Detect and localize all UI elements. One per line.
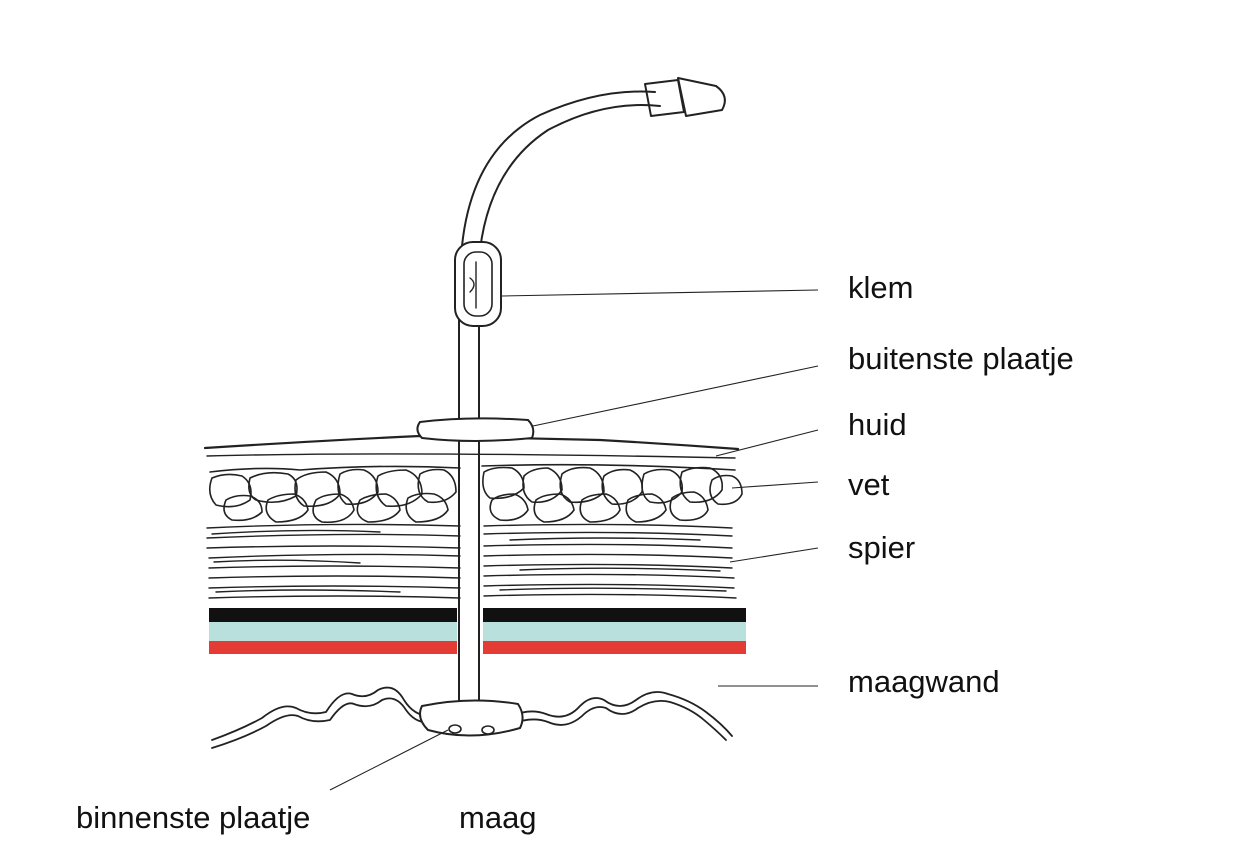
label-vet: vet bbox=[848, 467, 890, 502]
leader-buitenste-plaatje bbox=[532, 365, 819, 427]
leader-binnenste-plaatje bbox=[329, 729, 449, 791]
outer-plate bbox=[416, 417, 535, 442]
leader-lines bbox=[329, 289, 819, 791]
leader-spier bbox=[729, 547, 819, 563]
stomach-lining bbox=[211, 686, 733, 749]
muscle-layer bbox=[206, 523, 737, 599]
label-buitenste-plaatje: buitenste plaatje bbox=[848, 341, 1074, 376]
tube-connector bbox=[644, 77, 726, 117]
label-huid: huid bbox=[848, 407, 907, 442]
label-klem: klem bbox=[848, 270, 914, 305]
leader-klem bbox=[501, 289, 819, 297]
leader-vet bbox=[731, 481, 819, 489]
stomach-wall-layers bbox=[209, 606, 746, 656]
label-binnenste-plaatje: binnenste plaatje bbox=[76, 800, 311, 835]
label-spier: spier bbox=[848, 530, 916, 565]
label-maagwand: maagwand bbox=[848, 664, 1000, 699]
clamp bbox=[454, 241, 502, 327]
leader-huid bbox=[715, 429, 819, 457]
fat-layer bbox=[208, 463, 743, 524]
label-maag: maag bbox=[459, 800, 537, 835]
feeding-tube bbox=[458, 77, 726, 701]
inner-plate bbox=[419, 699, 524, 737]
